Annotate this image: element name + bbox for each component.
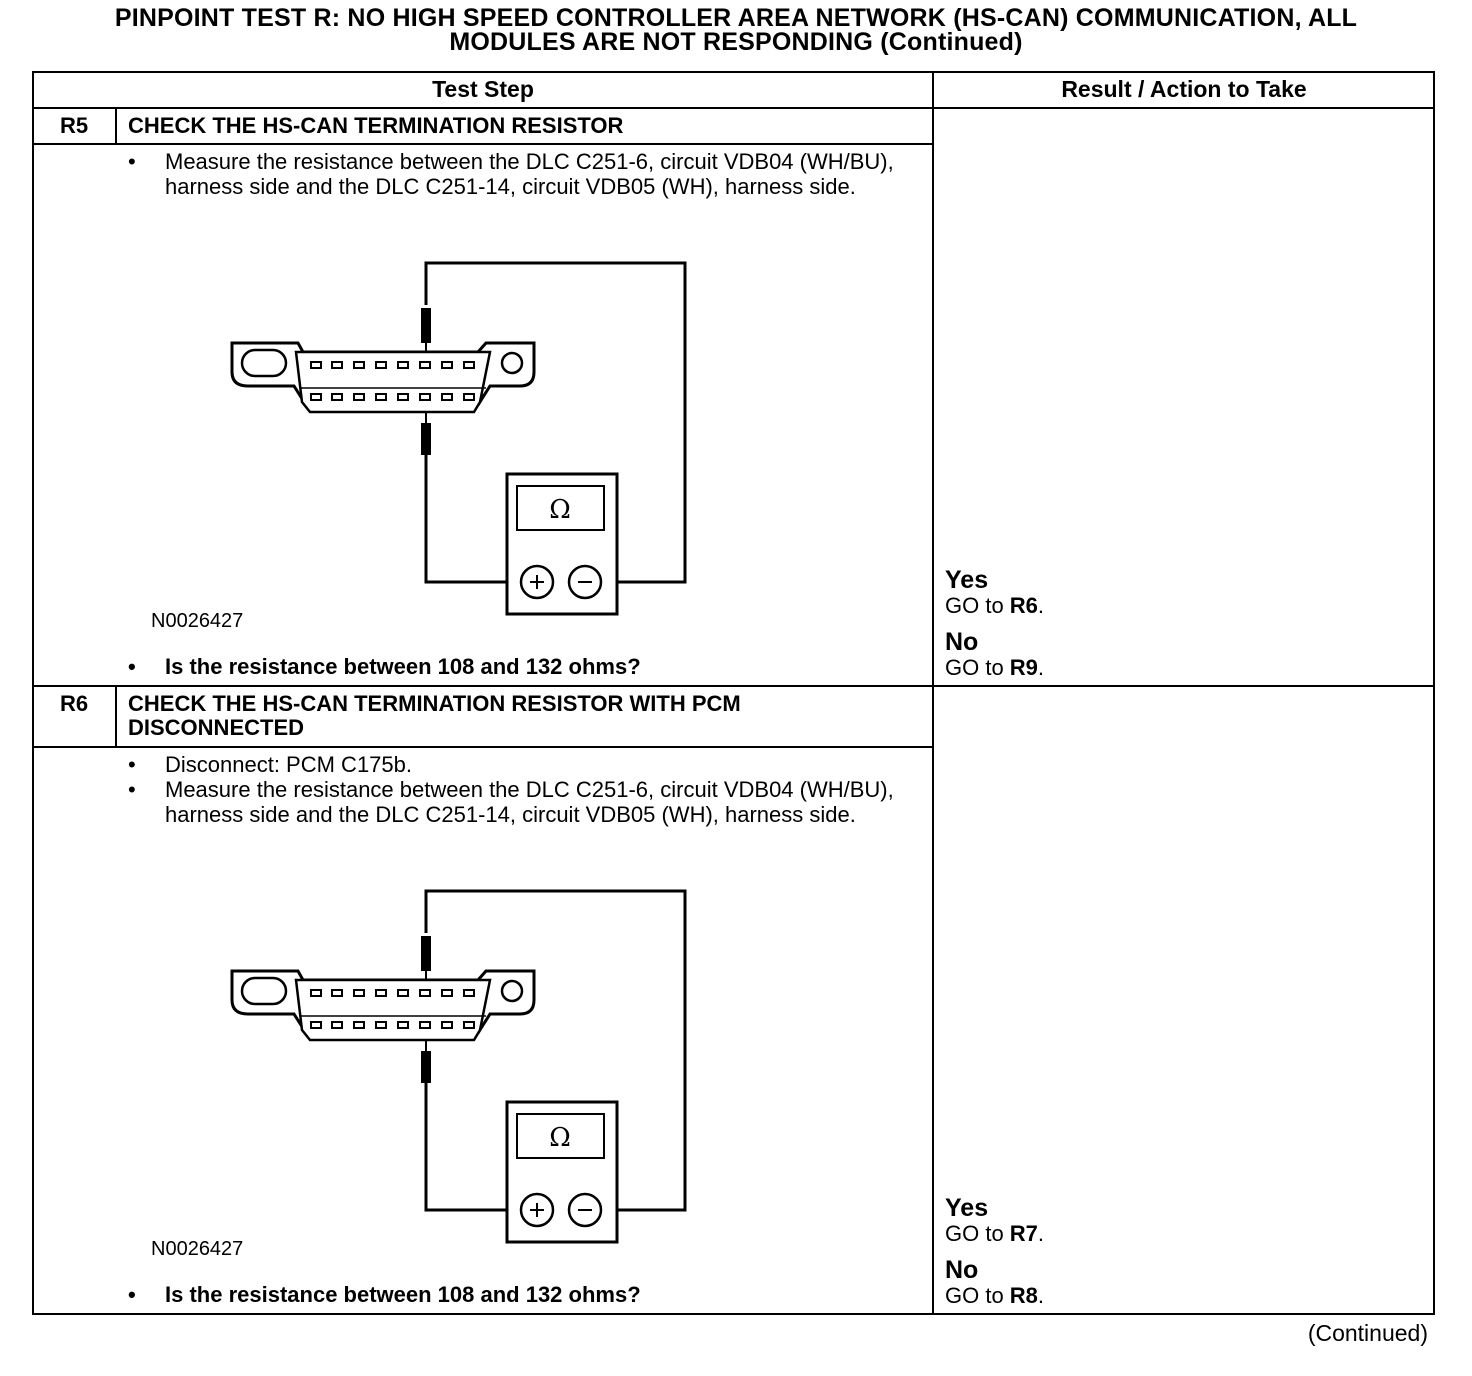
r5-title-divider: [32, 143, 933, 145]
yes-period: .: [1037, 1221, 1045, 1246]
step-id-r6: R6: [59, 691, 89, 716]
no-period: .: [1037, 1283, 1045, 1308]
yes-action: GO to: [945, 1221, 1010, 1246]
col-header-result: Result / Action to Take: [1061, 76, 1307, 102]
r5-result-no: No GO to R9.: [945, 629, 1044, 680]
step-divider: [32, 685, 1435, 687]
no-target-link[interactable]: R9: [1009, 655, 1038, 680]
column-divider: [932, 71, 934, 1315]
r6-bullet0-text: Disconnect: PCM C175b.: [165, 752, 412, 777]
title-line-2: MODULES ARE NOT RESPONDING (Continued): [449, 28, 1023, 56]
bullet-dot: •: [128, 777, 136, 802]
probe-top: [421, 308, 431, 343]
r6-figure-id: N0026427: [151, 1238, 244, 1260]
probe-top: [421, 936, 431, 971]
yes-target-link[interactable]: R7: [1009, 1221, 1038, 1246]
step-title-r6-line1: CHECK THE HS-CAN TERMINATION RESISTOR WI…: [128, 691, 741, 716]
probe-bottom: [421, 1051, 431, 1083]
bullet-dot: •: [128, 1282, 136, 1307]
r6-bullet1-text: Measure the resistance between the DLC C…: [165, 777, 894, 827]
header-divider: [32, 107, 1435, 109]
ohm-symbol: Ω: [549, 1123, 571, 1153]
step-id-r5: R5: [59, 113, 89, 138]
continued-note: (Continued): [1307, 1320, 1428, 1346]
r6-result-no: No GO to R8.: [945, 1257, 1044, 1308]
r5-bullet-text: Measure the resistance between the DLC C…: [165, 149, 894, 199]
yes-label: Yes: [945, 1194, 989, 1222]
step-title-r6: CHECK THE HS-CAN TERMINATION RESISTOR WI…: [128, 692, 741, 740]
no-label: No: [945, 1256, 979, 1284]
yes-action: GO to: [945, 593, 1010, 618]
r5-figure-id: N0026427: [151, 610, 244, 632]
pinpoint-table: [32, 71, 1435, 1315]
r5-id-divider: [115, 107, 117, 144]
dlc-meter-figure: Ω: [230, 261, 687, 616]
step-title-r6-line2: DISCONNECTED: [128, 715, 305, 740]
ohm-symbol: Ω: [549, 495, 571, 525]
dlc-meter-figure: Ω: [230, 889, 687, 1244]
bullet-dot: •: [128, 752, 136, 777]
yes-target-link[interactable]: R6: [1009, 593, 1038, 618]
r6-title-divider: [32, 746, 933, 748]
probe-bottom: [421, 423, 431, 455]
no-action: GO to: [945, 655, 1010, 680]
bullet-dot: •: [128, 654, 136, 679]
bullet-dot: •: [128, 149, 136, 174]
col-header-test-step: Test Step: [432, 76, 534, 102]
r6-result-yes: Yes GO to R7.: [945, 1195, 1044, 1246]
title-line-1: PINPOINT TEST R: NO HIGH SPEED CONTROLLE…: [114, 4, 1358, 32]
r5-question-text: Is the resistance between 108 and 132 oh…: [165, 654, 641, 679]
step-title-r5: CHECK THE HS-CAN TERMINATION RESISTOR: [128, 113, 624, 138]
page-title: PINPOINT TEST R: NO HIGH SPEED CONTROLLE…: [0, 4, 1472, 56]
r5-result-yes: Yes GO to R6.: [945, 567, 1044, 618]
no-target-link[interactable]: R8: [1009, 1283, 1038, 1308]
r6-id-divider: [115, 685, 117, 747]
no-label: No: [945, 628, 979, 656]
yes-period: .: [1037, 593, 1045, 618]
no-action: GO to: [945, 1283, 1010, 1308]
no-period: .: [1037, 655, 1045, 680]
yes-label: Yes: [945, 566, 989, 594]
r6-question-text: Is the resistance between 108 and 132 oh…: [165, 1282, 641, 1307]
